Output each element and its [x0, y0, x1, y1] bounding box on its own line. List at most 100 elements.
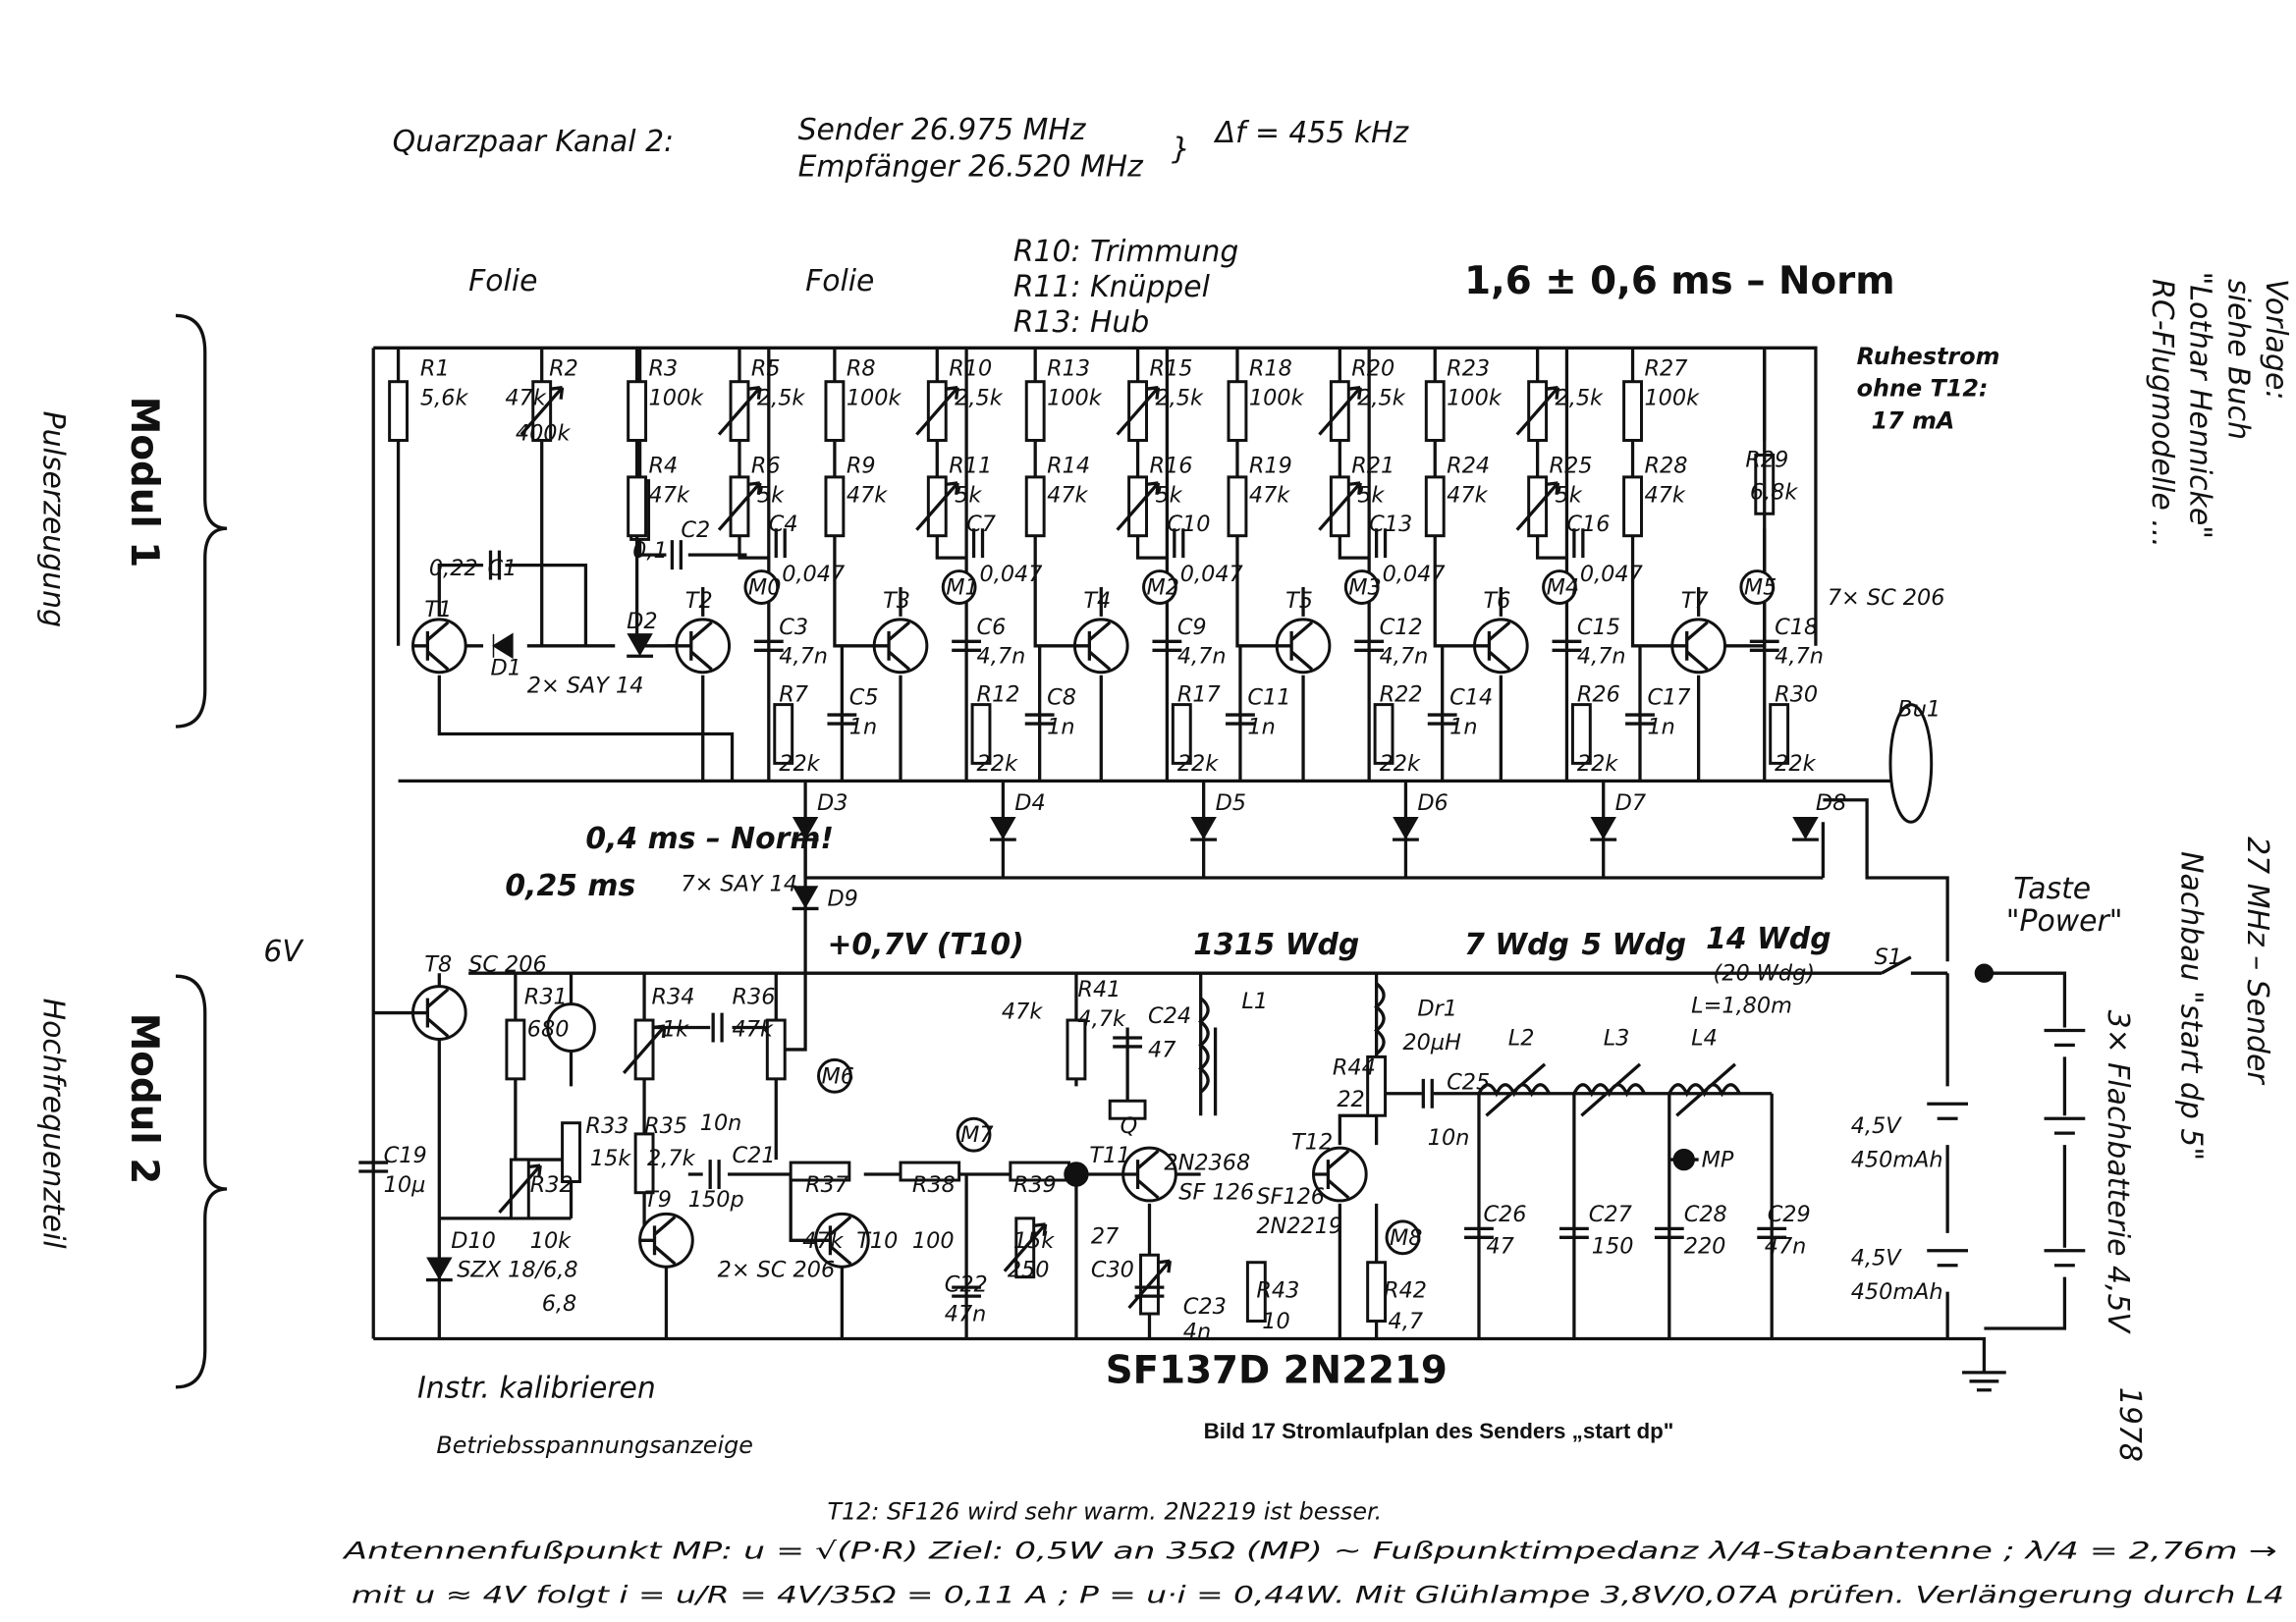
pulse-bus — [805, 798, 1949, 962]
capacitor-icon — [952, 639, 982, 652]
measure-point-label: M3 — [1348, 574, 1382, 600]
module2-label: 4n — [1183, 1319, 1211, 1344]
trimmer-value: 2,5k — [1357, 386, 1406, 411]
module2-label: 47 — [1148, 1037, 1176, 1062]
label-modul2-sub: Hochfrequenzteil — [36, 999, 71, 1250]
note-folie-1: Folie — [468, 264, 537, 298]
capacitor-gap — [489, 553, 501, 577]
module2-label: 27 — [1091, 1223, 1120, 1249]
pulse-stage-t6 — [1424, 348, 1655, 879]
module1-label: T1 — [424, 597, 452, 622]
module2-label: 4,7k — [1077, 1006, 1126, 1032]
module2-label: 2× SC 206 — [718, 1258, 836, 1283]
transistor-name: T3 — [883, 588, 910, 614]
module2-label: 4,7 — [1389, 1309, 1424, 1334]
module2-label: 2,7k — [647, 1146, 696, 1171]
resistor-name: R9 — [847, 453, 876, 478]
module1-label: 2× SAY 14 — [527, 674, 644, 699]
capacitor-icon — [1421, 1078, 1434, 1108]
collector-cap-value: 4,7n — [1380, 644, 1429, 670]
stage-wires — [1630, 348, 1767, 782]
transistor-leads — [412, 988, 450, 1038]
resistor-icon — [773, 703, 794, 765]
transistor-name: T2 — [685, 588, 713, 614]
capacitor-icon — [1757, 1226, 1787, 1239]
resistor-value: 100k — [1644, 386, 1700, 411]
trimmer-arrow-icon — [1515, 386, 1560, 436]
measure-point-label: M1 — [946, 574, 979, 600]
stage-wires — [1235, 348, 1371, 782]
cap-name: C8 — [1047, 685, 1076, 711]
diode-name: D5 — [1216, 790, 1246, 816]
coupling-cap-name: C13 — [1369, 512, 1412, 537]
collector-cap-name: C6 — [977, 615, 1007, 640]
module2-label: L=1,80m — [1691, 994, 1792, 1019]
capacitor-icon — [711, 1012, 724, 1043]
resistor-name: R26 — [1577, 682, 1620, 708]
trimmer-name: R5 — [751, 356, 781, 382]
cap-value: 0,1 — [632, 538, 668, 564]
transistor-name: T4 — [1083, 588, 1111, 614]
resistor-name: R17 — [1177, 682, 1222, 708]
resistor-value: 22k — [1577, 751, 1618, 777]
r37-icon — [789, 1161, 851, 1182]
figure-caption: Bild 17 Stromlaufplan des Senders „start… — [1204, 1419, 1674, 1443]
resistor-value: 100k — [847, 386, 902, 411]
diode-name: D7 — [1615, 790, 1647, 816]
diode-d1-icon — [492, 632, 514, 660]
capacitor-icon — [774, 528, 787, 559]
node-dot — [1064, 1162, 1089, 1187]
module2-label: T12 — [1291, 1130, 1333, 1156]
module1-label: D9 — [827, 886, 857, 911]
module2-ground-rail — [373, 1336, 1987, 1373]
capacitor-icon — [358, 1161, 389, 1173]
cap-name: C11 — [1247, 685, 1290, 711]
module2-label: 1k — [662, 1016, 689, 1042]
brace: } — [1172, 132, 1190, 166]
module2-label: R36 — [733, 985, 776, 1010]
capacitor-icon — [971, 528, 985, 559]
capacitor-icon — [1552, 639, 1582, 652]
resistor-icon — [1227, 475, 1248, 538]
trimmer-arrow-icon — [717, 386, 762, 436]
resistor-icon — [824, 475, 846, 538]
module2-label: R32 — [530, 1172, 574, 1198]
trimmer-value: 5k — [757, 482, 785, 508]
coupling-cap-name: C10 — [1167, 512, 1210, 537]
module1-brace — [175, 313, 228, 729]
note-year: 1978 — [2112, 1387, 2147, 1462]
module2-label: 22 — [1337, 1087, 1364, 1112]
trimmer-arrow-icon — [915, 481, 959, 531]
module2-label: 10 — [1262, 1309, 1289, 1334]
module2-label: 450mAh — [1851, 1279, 1943, 1305]
module1-pulse-generator — [388, 348, 1934, 911]
capacitor-icon — [1558, 1226, 1589, 1239]
resistor-icon — [1622, 475, 1643, 538]
resistor-value: 100k — [1249, 386, 1305, 411]
trimmer-value: 2,5k — [757, 386, 806, 411]
capacitor-icon — [1374, 528, 1388, 559]
diode-name: D3 — [817, 790, 847, 816]
coupling-cap-value: 0,047 — [1580, 562, 1644, 587]
trimmer-value: 5k — [1155, 482, 1182, 508]
module2-label: 4,5V — [1851, 1113, 1903, 1139]
measure-point-label: M7 — [960, 1122, 994, 1148]
coupling-cap-value: 0,047 — [1383, 562, 1447, 587]
cap-name: C5 — [849, 685, 879, 711]
trimmer-arrow-icon — [1116, 386, 1161, 436]
note-folie-2: Folie — [805, 264, 874, 298]
resistor-icon — [1245, 1261, 1267, 1324]
transistor-leads — [874, 621, 911, 671]
module2-label: C19 — [384, 1143, 427, 1168]
module2-label: 47k — [1002, 1000, 1043, 1025]
coupling-cap-value: 0,047 — [1180, 562, 1244, 587]
mp-point-icon — [1672, 1148, 1695, 1171]
resistor-value: 47k — [1047, 482, 1088, 508]
capacitor-icon — [1152, 639, 1182, 652]
trimmer-arrow-icon — [622, 1024, 667, 1074]
module2-label: C26 — [1483, 1202, 1526, 1227]
transistor-leads — [1277, 621, 1314, 671]
cap-name: C14 — [1449, 685, 1493, 711]
transistor-name: T5 — [1285, 588, 1313, 614]
collector-cap-name: C3 — [779, 615, 808, 640]
